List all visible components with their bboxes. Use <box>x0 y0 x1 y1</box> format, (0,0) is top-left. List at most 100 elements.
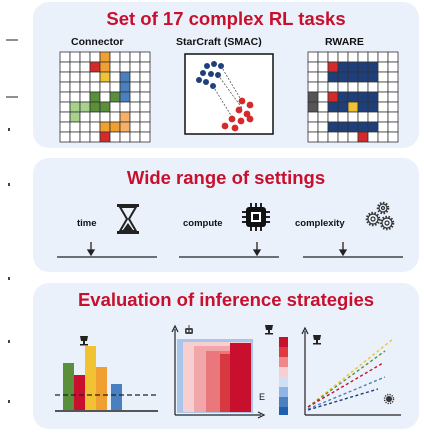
grid-cell <box>89 81 101 93</box>
gears-icon <box>365 201 395 231</box>
grid-cell <box>109 71 121 83</box>
grid-cell <box>387 111 399 123</box>
grid-cell <box>307 121 319 133</box>
setting-label-time: time <box>77 218 97 229</box>
grid-cell <box>337 61 349 73</box>
grid-cell <box>357 91 369 103</box>
grid-cell <box>59 91 71 103</box>
grid-cell <box>317 51 329 63</box>
grid-cell <box>307 81 319 93</box>
trophy-icon <box>265 325 273 335</box>
grid-cell <box>129 131 141 143</box>
grid-cell <box>99 51 111 63</box>
grid-cell <box>109 91 121 103</box>
grid-cell <box>139 81 151 93</box>
grid-cell <box>109 111 121 123</box>
grid-cell <box>139 131 151 143</box>
grid-cell <box>59 71 71 83</box>
grid-cell <box>89 131 101 143</box>
grid-cell <box>367 111 379 123</box>
grid-cell <box>377 131 389 143</box>
grid-cell <box>89 61 101 73</box>
grid-cell <box>357 131 369 143</box>
grid-cell <box>109 51 121 63</box>
grid-cell <box>129 111 141 123</box>
grid-cell <box>347 111 359 123</box>
grid-cell <box>387 121 399 133</box>
grid-cell <box>387 101 399 113</box>
grid-cell <box>327 61 339 73</box>
grid-cell <box>377 121 389 133</box>
grid-cell <box>79 111 91 123</box>
grid-cell <box>99 131 111 143</box>
grid-cell <box>129 91 141 103</box>
grid-cell <box>337 121 349 133</box>
grid-cell <box>119 131 131 143</box>
trophy-icon <box>80 336 88 346</box>
grid-cell <box>307 51 319 63</box>
grid-cell <box>79 121 91 133</box>
smac-battle-image <box>184 53 274 135</box>
grid-cell <box>69 111 81 123</box>
task-label-smac: StarCraft (SMAC) <box>176 36 262 48</box>
grid-cell <box>99 91 111 103</box>
grid-cell <box>119 71 131 83</box>
grid-cell <box>327 101 339 113</box>
trophy-icon <box>313 335 321 345</box>
grid-cell <box>317 91 329 103</box>
grid-cell <box>109 121 121 133</box>
grid-cell <box>69 91 81 103</box>
grid-cell <box>387 81 399 93</box>
grid-cell <box>129 121 141 133</box>
settings-arrows <box>57 242 403 258</box>
grid-cell <box>89 51 101 63</box>
left-cropped-strip <box>6 39 18 403</box>
grid-cell <box>367 81 379 93</box>
grid-cell <box>99 61 111 73</box>
grid-cell <box>327 51 339 63</box>
grid-cell <box>347 61 359 73</box>
grid-cell <box>109 81 121 93</box>
grid-cell <box>327 91 339 103</box>
grid-cell <box>337 91 349 103</box>
grid-cell <box>307 71 319 83</box>
grid-cell <box>109 131 121 143</box>
grid-cell <box>59 61 71 73</box>
grid-cell <box>139 71 151 83</box>
grid-cell <box>307 91 319 103</box>
setting-label-compute: compute <box>183 218 223 229</box>
grid-cell <box>377 91 389 103</box>
grid-cell <box>377 111 389 123</box>
grid-cell <box>79 51 91 63</box>
grid-cell <box>59 51 71 63</box>
grid-cell <box>129 101 141 113</box>
grid-cell <box>69 61 81 73</box>
grid-cell <box>119 81 131 93</box>
grid-cell <box>317 71 329 83</box>
grid-cell <box>327 111 339 123</box>
grid-cell <box>357 51 369 63</box>
grid-cell <box>347 51 359 63</box>
inference-evaluation-panel: Evaluation of inference strategies <box>33 283 419 429</box>
grid-cell <box>367 131 379 143</box>
grid-cell <box>347 101 359 113</box>
grid-cell <box>109 101 121 113</box>
grid-cell <box>79 81 91 93</box>
grid-cell <box>139 121 151 133</box>
grid-cell <box>357 61 369 73</box>
grid-cell <box>327 131 339 143</box>
grid-cell <box>69 71 81 83</box>
grid-cell <box>387 61 399 73</box>
rware-warehouse-image <box>307 51 399 143</box>
grid-cell <box>387 91 399 103</box>
grid-cell <box>337 101 349 113</box>
grid-cell <box>69 131 81 143</box>
grid-cell <box>347 131 359 143</box>
grid-cell <box>377 101 389 113</box>
task-label-rware: RWARE <box>325 36 364 48</box>
grid-cell <box>357 71 369 83</box>
grid-cell <box>89 111 101 123</box>
grid-cell <box>387 51 399 63</box>
grid-cell <box>317 121 329 133</box>
grid-cell <box>307 61 319 73</box>
